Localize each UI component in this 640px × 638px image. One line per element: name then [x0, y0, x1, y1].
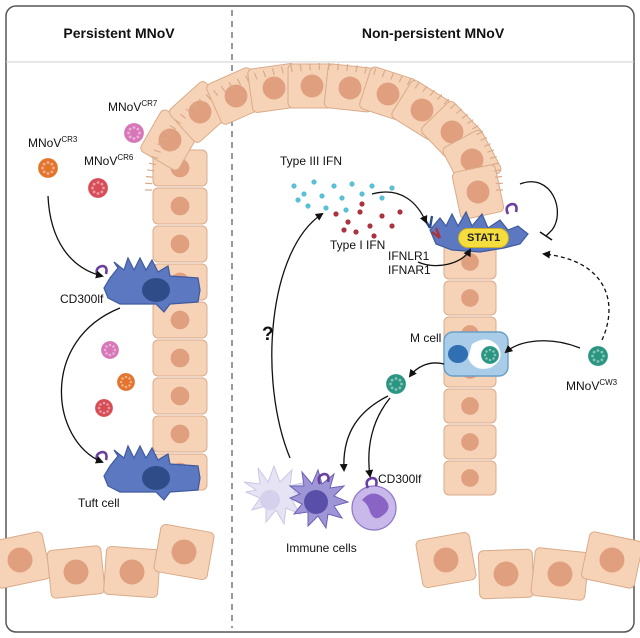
epithelial-cell — [153, 523, 215, 581]
virion-cr3-icon — [37, 157, 59, 179]
immune-cell-dendritic — [288, 468, 350, 530]
arrow-tuft-to-tuft — [60, 307, 121, 464]
epithelial-cell — [152, 225, 208, 263]
epithelial-cell — [477, 548, 535, 600]
tuft-cell-lower — [103, 444, 201, 501]
tuft-cell-upper — [103, 256, 201, 313]
arrow-virion-to-dendritic — [339, 395, 389, 472]
label-cd300lf-right: CD300lf — [378, 472, 422, 486]
epithelial-cell — [443, 280, 497, 316]
arrow-cw3-to-m-cell — [504, 340, 581, 354]
epithelial-cell — [530, 547, 590, 601]
epithelial-cell — [46, 545, 106, 599]
question-mark: ? — [262, 324, 274, 345]
label-ifnlr1: IFNLR1 — [388, 249, 430, 263]
stat1-badge: STAT1 — [458, 228, 510, 248]
epithelial-cell — [247, 63, 301, 113]
label-type-iii-ifn: Type III IFN — [280, 154, 343, 168]
microvilli — [145, 63, 503, 191]
epithelial-cell — [443, 460, 497, 496]
label-mnov-cr7: MNoVCR7 — [108, 99, 158, 115]
epithelial-cell — [152, 377, 208, 415]
arrow-m-cell-to-virion — [408, 362, 445, 378]
arrow-virion-to-macrophage — [365, 397, 391, 478]
epithelial-cell — [451, 164, 505, 220]
epithelial-cell — [443, 388, 497, 424]
panel-title-right: Non-persistent MNoV — [361, 25, 505, 41]
virion-cw3-icon — [587, 345, 609, 367]
intestinal-epithelium — [0, 63, 640, 601]
arrow-immune-to-ifn — [271, 212, 324, 459]
virion-cr7-icon — [100, 340, 120, 360]
epithelial-cell — [152, 187, 208, 225]
label-type-i-ifn: Type I IFN — [330, 238, 386, 252]
virion-cr7-icon — [123, 122, 145, 144]
arrow-receptor-to-stat1 — [417, 248, 471, 267]
virion-cr6-icon — [87, 177, 109, 199]
label-cd300lf-left: CD300lf — [60, 292, 104, 306]
virion-cw3-icon — [385, 373, 407, 395]
virion-cr3-icon — [116, 372, 136, 392]
label-m-cell: M cell — [410, 331, 442, 345]
inhibition-bar — [539, 231, 553, 241]
label-mnov-cw3: MNoVCW3 — [566, 378, 618, 394]
label-ifnar1: IFNAR1 — [388, 263, 431, 277]
epithelial-cell — [103, 546, 161, 598]
epithelial-cell — [581, 531, 640, 589]
panel-title-left: Persistent MNoV — [63, 25, 175, 41]
type-iii-ifn-dots — [291, 179, 395, 213]
label-mnov-cr6: MNoVCR6 — [84, 153, 134, 169]
immune-cell-macrophage — [351, 485, 397, 531]
cd300lf-receptor-macrophage — [365, 476, 378, 489]
virion-cr6-icon — [94, 398, 114, 418]
cd300lf-receptor-dendritic — [317, 472, 330, 485]
virions — [37, 122, 609, 418]
label-immune-cells: Immune cells — [286, 541, 357, 555]
epithelial-cell — [0, 531, 51, 589]
epithelial-cell — [152, 301, 208, 339]
label-mnov-cr3: MNoVCR3 — [28, 135, 78, 151]
epithelial-cell — [443, 424, 497, 460]
epithelial-cell — [443, 244, 497, 280]
inhibition-arc — [519, 181, 558, 237]
epithelial-cell — [152, 415, 208, 453]
figure-border — [5, 5, 635, 633]
cd300lf-receptor-infected — [505, 202, 518, 215]
epithelial-cell — [287, 63, 337, 109]
arrow-virus-to-tuft — [47, 195, 104, 279]
type-i-ifn-dots — [333, 201, 403, 239]
label-tuft-cell: Tuft cell — [78, 496, 120, 510]
epithelial-cell — [152, 339, 208, 377]
virion-cw3-icon — [480, 345, 500, 365]
arrow-cw3-to-epithelium — [542, 250, 610, 341]
epithelial-cell — [415, 531, 477, 589]
arrow-ifn-to-receptor — [371, 191, 428, 224]
